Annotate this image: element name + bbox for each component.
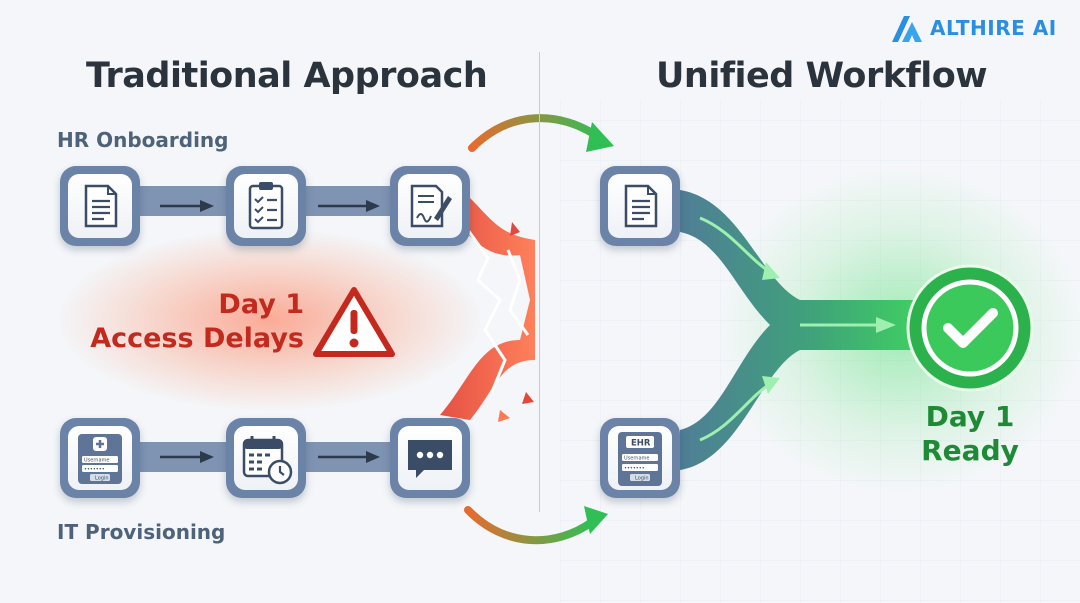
login-password-text: •••••••: [84, 467, 105, 473]
hr-signature-tile: [390, 166, 470, 246]
it-calendar-tile: [226, 418, 306, 498]
unified-document-tile: [600, 166, 680, 246]
checklist-icon: [248, 182, 284, 230]
broken-handoff-wedge: [440, 198, 535, 422]
access-delay-callout: Day 1 Access Delays: [84, 288, 304, 356]
unified-flow-branches: [680, 190, 920, 470]
ehr-password-text: •••••••: [624, 466, 645, 472]
traditional-title: Traditional Approach: [86, 56, 488, 96]
login-button-text: Login: [95, 476, 109, 482]
document-icon: [84, 184, 118, 228]
chat-icon: [408, 440, 452, 478]
it-provisioning-label: IT Provisioning: [57, 520, 226, 544]
ready-line-1: Day 1: [925, 400, 1015, 433]
signature-icon: [410, 184, 452, 228]
ehr-username-text: Username: [624, 456, 650, 462]
delay-line-2: Access Delays: [90, 323, 304, 354]
hr-onboarding-label: HR Onboarding: [57, 128, 229, 152]
calendar-clock-icon: [242, 436, 293, 485]
delay-line-1: Day 1: [218, 289, 304, 320]
delay-glow: [60, 230, 480, 410]
brand-name: ALTHIRE AI: [930, 16, 1057, 40]
unified-ehr-tile: EHR Username ••••••• Login: [600, 418, 680, 498]
it-chat-tile: [390, 418, 470, 498]
it-login-tile: Username ••••••• Login: [60, 418, 140, 498]
login-form-icon: Username ••••••• Login: [78, 434, 122, 484]
ehr-label: EHR: [631, 439, 651, 449]
hr-document-tile: [60, 166, 140, 246]
day1-ready-label: Day 1 Ready: [900, 400, 1040, 468]
unified-title: Unified Workflow: [656, 56, 988, 96]
althire-logo-icon: [892, 16, 922, 42]
warning-icon: [313, 287, 395, 357]
hr-checklist-tile: [226, 166, 306, 246]
bottom-transfer-arrow: [464, 506, 608, 545]
ehr-login-icon: EHR Username ••••••• Login: [618, 432, 662, 486]
login-username-text: Username: [84, 458, 110, 464]
section-divider: [539, 52, 540, 512]
ready-line-2: Ready: [921, 434, 1019, 467]
brand-logo: ALTHIRE AI: [888, 12, 1057, 44]
checkmark-icon: [906, 264, 1034, 392]
top-transfer-arrow: [468, 114, 614, 152]
ehr-login-button-text: Login: [635, 476, 649, 482]
document-icon: [624, 184, 658, 228]
